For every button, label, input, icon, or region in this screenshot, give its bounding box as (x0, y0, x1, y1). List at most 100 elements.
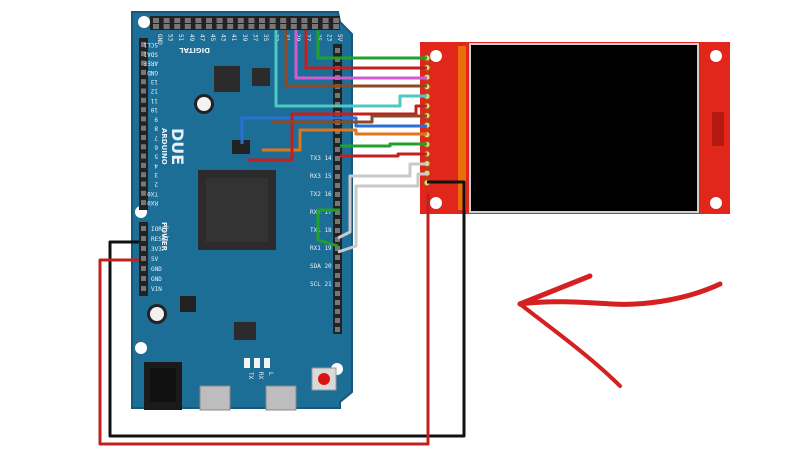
header-pin (335, 48, 340, 53)
header-pin-label: 51 (177, 34, 184, 42)
header-pin (280, 18, 287, 23)
comm-pin-label: RX2 17 (310, 209, 332, 216)
header-pin (195, 18, 202, 23)
header-pin (335, 264, 340, 269)
jumper-wire (340, 142, 427, 148)
header-pin (335, 147, 340, 152)
display-mounting-hole (710, 50, 722, 62)
header-pin (248, 24, 255, 29)
status-led (264, 358, 270, 368)
header-pin (335, 219, 340, 224)
jumper-wire (262, 128, 427, 152)
arrow-head-lower (518, 302, 622, 388)
capacitor (194, 94, 214, 114)
comm-pin-label: SDA 20 (310, 263, 332, 270)
header-pin-label: GND (147, 69, 158, 76)
power-pin-label: GND (151, 276, 162, 283)
header-pin (141, 69, 146, 75)
right-comm-header (333, 44, 342, 334)
reset-button-cap[interactable] (318, 373, 330, 385)
comm-pin-label: TX3 14 (310, 155, 332, 162)
jumper-wire (274, 30, 427, 108)
jumper-wire (108, 180, 466, 438)
jumper-wire (337, 172, 427, 254)
header-pin-label: 47 (198, 34, 205, 42)
header-pin (141, 256, 146, 261)
header-pin (335, 300, 340, 305)
header-pin (153, 18, 159, 23)
header-pin (335, 255, 340, 260)
header-pin (141, 266, 146, 271)
mounting-hole (135, 342, 147, 354)
header-pin (141, 135, 146, 140)
comm-pin-label: RX3 15 (310, 173, 332, 180)
header-pin (322, 18, 329, 23)
jumper-wires (98, 30, 466, 446)
header-pin (141, 116, 146, 122)
header-pin (269, 18, 276, 23)
header-pin (163, 18, 170, 23)
header-pin (280, 24, 287, 29)
tft-display-module (420, 42, 730, 214)
header-pin (335, 183, 340, 188)
header-pin (174, 18, 181, 23)
header-pin (141, 200, 146, 206)
status-led (244, 358, 250, 368)
header-pin-label: 10 (150, 106, 158, 113)
header-pin (312, 18, 318, 23)
header-pin (141, 162, 146, 168)
power-pin-label: 3V3 (151, 246, 162, 253)
header-pin (141, 181, 146, 187)
header-pin (184, 18, 191, 23)
header-pin (335, 246, 340, 251)
header-pin (141, 226, 146, 231)
left-digital-header (139, 38, 148, 210)
header-pin-label: TX0 (147, 190, 158, 197)
power-pin-label: VIN (151, 286, 162, 293)
header-pin (335, 282, 340, 287)
header-pin (141, 79, 146, 85)
header-pin (141, 88, 146, 94)
header-pin (301, 24, 308, 29)
header-pin-label: 2 (154, 181, 158, 188)
header-pin (335, 237, 340, 242)
display-screen (469, 43, 699, 213)
arrow-shaft (517, 281, 723, 307)
header-pin (141, 236, 146, 241)
header-pin-label: 3 (154, 171, 158, 178)
header-pin-label: GND (156, 34, 163, 45)
display-mounting-hole (710, 197, 722, 209)
silk-brand-group: DUE ARDUINO (160, 128, 187, 165)
header-pin (335, 210, 340, 215)
header-pin (141, 276, 146, 281)
header-pin-label: 7 (154, 134, 158, 141)
header-pin-label: 4 (154, 162, 158, 169)
comm-pin-label: RX1 19 (310, 245, 332, 252)
header-pin (335, 327, 340, 332)
mounting-hole (138, 16, 150, 28)
header-pin (174, 24, 181, 29)
header-pin (259, 24, 265, 29)
display-connector-strip (458, 46, 466, 210)
header-pin (206, 18, 212, 23)
header-pin-label: SDA1 (143, 50, 158, 57)
header-pin (141, 144, 146, 150)
usb-port-native[interactable] (199, 385, 231, 411)
header-pin (163, 24, 170, 29)
digital-label: DIGITAL (179, 46, 210, 54)
header-pin (301, 18, 308, 23)
board-series-label: ARDUINO (160, 128, 168, 165)
header-pin-label: 12 (150, 88, 158, 95)
display-mounting-hole (430, 197, 442, 209)
sd-card-pins (712, 112, 724, 146)
header-pin (184, 24, 191, 29)
jumper-wire (272, 114, 427, 124)
header-pin (141, 153, 146, 159)
header-pin (141, 172, 146, 178)
header-pin-label: 13 (150, 78, 158, 85)
dc-jack-inner (150, 368, 176, 402)
usb-port-programming[interactable] (265, 385, 297, 411)
arrow-head-upper (517, 273, 593, 307)
